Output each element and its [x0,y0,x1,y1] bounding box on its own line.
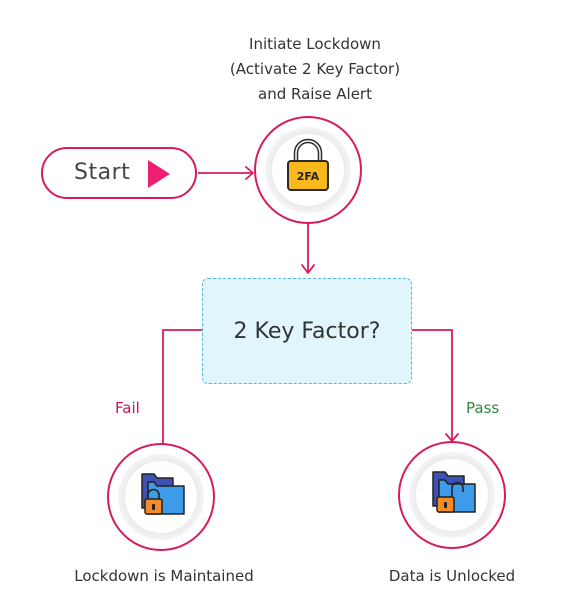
locked-folder-icon [141,473,185,515]
play-triangle-icon [148,160,170,188]
pass-outcome-label: Data is Unlocked [388,567,516,585]
start-label: Start [74,160,131,185]
decision-label: 2 Key Factor? [233,318,381,344]
unlocked-folder-icon [432,471,476,513]
fail-branch-label: Fail [115,399,140,417]
decision-node[interactable] [202,278,412,384]
pass-branch-label: Pass [466,399,500,417]
lock-badge-text: 2FA [297,170,320,183]
2fa-padlock-icon [287,138,329,191]
connector-lines [162,172,453,446]
lockdown-step-label: Initiate Lockdown (Activate 2 Key Factor… [229,35,401,103]
fail-outcome-label: Lockdown is Maintained [74,567,254,585]
start-node[interactable] [41,147,197,199]
arrowhead-to-decision [301,264,315,274]
arrowhead-to-lock [245,166,254,180]
